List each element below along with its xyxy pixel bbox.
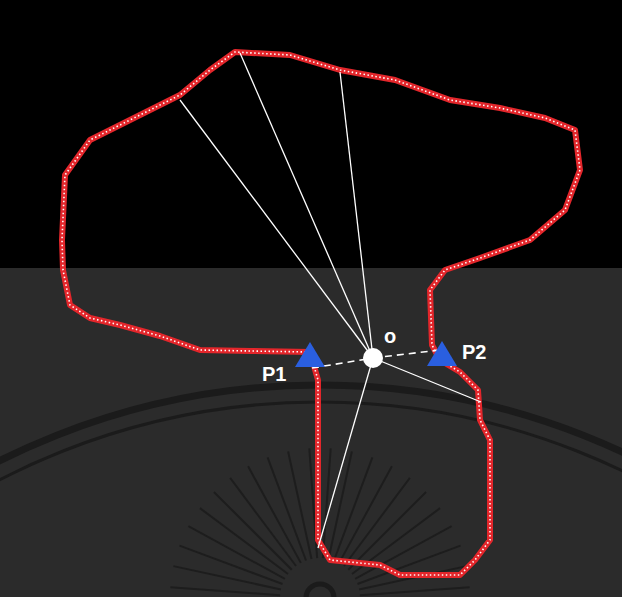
seal-ray bbox=[188, 526, 285, 579]
seal-ray bbox=[248, 466, 301, 563]
dashed-line bbox=[373, 350, 440, 358]
radial-lines bbox=[180, 53, 481, 548]
radial-line bbox=[373, 358, 481, 402]
seal-ray bbox=[230, 478, 296, 566]
point-marker bbox=[295, 342, 325, 367]
seal-ray bbox=[344, 478, 410, 566]
dark-band bbox=[0, 0, 622, 268]
seal-ray bbox=[200, 508, 288, 574]
seal-ray bbox=[355, 526, 452, 579]
seal-keyhole bbox=[306, 584, 334, 597]
seal-ring bbox=[0, 402, 622, 597]
point-label: P1 bbox=[262, 364, 286, 384]
radial-line bbox=[318, 358, 373, 548]
radial-line bbox=[340, 72, 373, 358]
point-label: P2 bbox=[462, 342, 486, 362]
seal-emblem bbox=[0, 385, 622, 597]
contour bbox=[62, 52, 580, 575]
seal-ray bbox=[360, 587, 470, 595]
contour-dots bbox=[62, 52, 580, 575]
seal-ray bbox=[170, 587, 280, 595]
seal-ray bbox=[288, 451, 311, 558]
seal-ray bbox=[348, 492, 426, 570]
center-label: o bbox=[384, 326, 396, 346]
seal-ray bbox=[214, 492, 292, 570]
seal-ray bbox=[323, 448, 331, 558]
center-point bbox=[363, 348, 383, 368]
seal-ring bbox=[0, 385, 622, 597]
seal-ray bbox=[339, 466, 392, 563]
radial-line bbox=[180, 100, 373, 358]
point-marker bbox=[427, 341, 457, 366]
radial-line bbox=[240, 53, 373, 358]
seal-ray bbox=[179, 546, 282, 584]
